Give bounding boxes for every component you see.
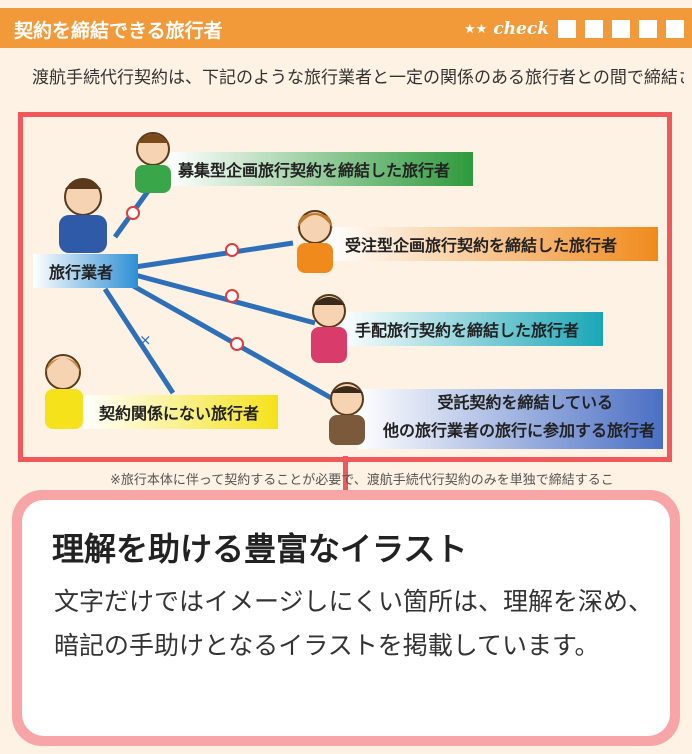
target-label-5: 契約関係にない旅行者 [99, 404, 260, 423]
check-area: ★★ check [464, 19, 684, 39]
line-to-target-2 [134, 240, 294, 270]
section-header: 契約を締結できる旅行者 ★★ check [0, 8, 692, 48]
callout-connector [343, 456, 348, 496]
target-label-4-line2: 他の旅行業者の旅行に参加する旅行者 [23, 419, 655, 440]
checkbox-2[interactable] [585, 20, 603, 38]
intro-text: 渡航手続代行契約は、下記のような旅行業者と一定の関係のある旅行者との間で締結され… [32, 68, 684, 88]
person-icon-2 [297, 210, 333, 273]
center-label: 旅行業者 [49, 263, 114, 282]
person-icon-4 [329, 382, 365, 445]
line-to-target-3 [134, 272, 316, 326]
target-label-3: 手配旅行契約を締結した旅行者 [355, 321, 580, 340]
checkbox-3[interactable] [612, 20, 630, 38]
callout-card: 理解を助ける豊富なイラスト 文字だけではイメージしにくい箇所は、理解を深め、暗記… [22, 500, 670, 736]
star-icons: ★★ [464, 21, 488, 37]
circle-mark-1 [126, 206, 140, 220]
label-bg-5 [83, 395, 278, 429]
target-label-4-line2-text: 他の旅行業者の旅行に参加する旅行者 [382, 421, 655, 440]
diagram-lines: × [33, 132, 663, 449]
line-to-target-4 [126, 280, 335, 402]
person-icon-agent [59, 178, 107, 253]
callout-title: 理解を助ける豊富なイラスト [52, 530, 468, 568]
target-label-1: 募集型企画旅行契約を締結した旅行者 [178, 161, 451, 180]
relationship-diagram: × [18, 112, 672, 462]
section-title: 契約を締結できる旅行者 [14, 20, 223, 42]
check-label: check [493, 19, 549, 39]
checkbox-5[interactable] [666, 20, 684, 38]
target-label-4-line1: 受託契約を締結している [23, 391, 653, 412]
footnote: ※旅行本体に伴って契約することが必要で、渡航手続代行契約のみを単独で締結するこ [110, 473, 614, 488]
label-bg-4 [358, 389, 663, 449]
circle-mark-3 [225, 289, 239, 303]
target-label-4-line1-text: 受託契約を締結している [437, 393, 613, 412]
checkbox-1[interactable] [558, 20, 576, 38]
line-to-target-5 [102, 287, 176, 395]
label-bg-1 [168, 152, 473, 186]
label-bg-3 [338, 312, 603, 346]
cross-mark: × [139, 331, 152, 349]
circle-mark-2 [225, 243, 239, 257]
person-icon-5 [45, 354, 83, 429]
label-bg-2 [328, 227, 658, 261]
person-icon-3 [311, 294, 347, 363]
person-icon-1 [135, 132, 171, 193]
center-label-bg [33, 254, 138, 288]
circle-mark-4 [230, 337, 244, 351]
target-label-2: 受注型企画旅行契約を締結した旅行者 [345, 236, 618, 255]
checkbox-4[interactable] [639, 20, 657, 38]
feature-callout: 理解を助ける豊富なイラスト 文字だけではイメージしにくい箇所は、理解を深め、暗記… [12, 490, 680, 746]
callout-body: 文字だけではイメージしにくい箇所は、理解を深め、暗記の手助けとなるイラストを掲載… [54, 587, 654, 660]
